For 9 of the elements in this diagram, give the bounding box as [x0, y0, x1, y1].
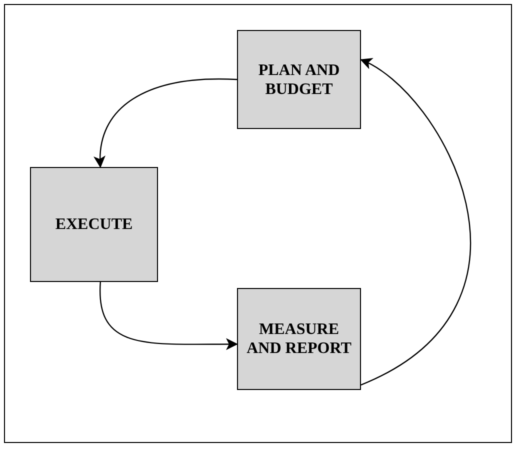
box-label: MEASURE AND REPORT — [246, 320, 352, 358]
curved-arrow — [100, 282, 238, 350]
curved-arrow — [94, 78, 238, 168]
box-label: EXECUTE — [55, 215, 133, 234]
curved-arrow — [360, 59, 471, 386]
process-box — [30, 167, 158, 282]
box-label: PLAN AND BUDGET — [257, 60, 341, 98]
process-box — [237, 30, 361, 129]
process-box — [237, 288, 361, 390]
